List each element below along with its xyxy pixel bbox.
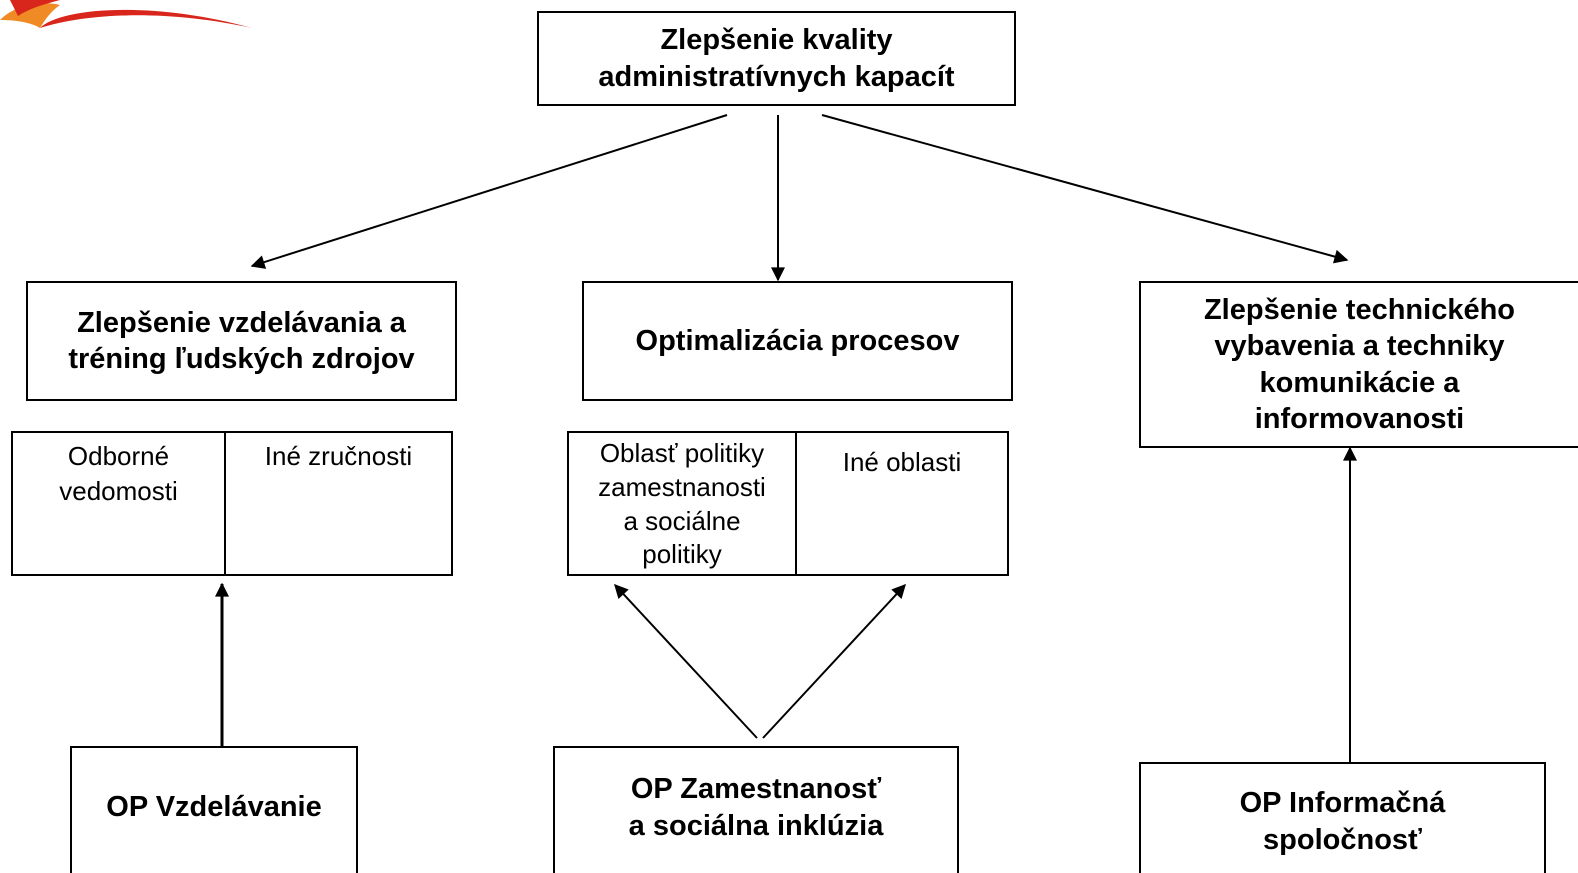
process-line-1: Optimalizácia procesov (635, 324, 960, 357)
technical-line-2: vybavenia a techniky (1214, 330, 1505, 363)
arrow-top-to-left (250, 114, 728, 269)
arrow-top-to-right (821, 114, 1349, 264)
technical-line-1: Zlepšenie technického (1203, 294, 1516, 326)
op-employment-line-1: OP Zamestnanosť (630, 773, 882, 806)
technical-equipment-box: Zlepšenie technického vybavenia a techni… (1139, 281, 1578, 448)
arrow-zamestnanost-left (614, 583, 758, 739)
goal-line-2: administratívnych kapacít (598, 60, 955, 93)
goal-line-1: Zlepšenie kvality (660, 24, 893, 57)
op-education-line-1: OP Vzdelávanie (106, 791, 322, 824)
professional-knowledge-line-1: Odborné (67, 441, 170, 471)
op-employment-box: OP Zamestnanosť a sociálna inklúzia (553, 746, 959, 873)
education-training-box: Zlepšenie vzdelávania a tréning ľudských… (26, 281, 457, 401)
employment-policy-line-1: Oblasť politiky (599, 438, 765, 468)
op-employment-line-2: a sociálna inklúzia (628, 809, 884, 842)
arrow-zamestnanost-right (762, 583, 906, 739)
employment-policy-line-2: zamestnanosti (598, 471, 766, 502)
technical-line-4: informovanosti (1254, 402, 1465, 435)
process-optimization-box: Optimalizácia procesov (582, 281, 1013, 401)
other-areas-line-1: Iné oblasti (842, 447, 962, 477)
op-information-society-box: OP Informačná spoločnosť (1139, 762, 1546, 873)
op-education-box: OP Vzdelávanie (70, 746, 358, 873)
other-skills-cell: Iné zručnosti (224, 433, 451, 574)
technical-line-3: komunikácie a (1259, 366, 1460, 399)
goal-box: Zlepšenie kvality administratívnych kapa… (537, 11, 1016, 106)
other-skills-line-1: Iné zručnosti (264, 441, 413, 471)
employment-policy-line-4: politiky (642, 539, 722, 570)
employment-policy-line-3: a sociálne (623, 505, 741, 536)
op-information-line-2: spoločnosť (1263, 823, 1422, 856)
professional-knowledge-cell: Odborné vedomosti (13, 433, 224, 574)
op-information-line-1: OP Informačná (1239, 787, 1446, 820)
professional-knowledge-line-2: vedomosti (59, 476, 178, 507)
policy-split-box: Oblasť politiky zamestnanosti a sociálne… (567, 431, 1009, 576)
education-line-2: tréning ľudských zdrojov (68, 343, 415, 375)
education-line-1: Zlepšenie vzdelávania a (77, 306, 406, 339)
other-areas-cell: Iné oblasti (795, 433, 1007, 574)
logo-mark (0, 0, 252, 28)
employment-policy-cell: Oblasť politiky zamestnanosti a sociálne… (569, 433, 795, 574)
skills-split-box: Odborné vedomosti Iné zručnosti (11, 431, 453, 576)
